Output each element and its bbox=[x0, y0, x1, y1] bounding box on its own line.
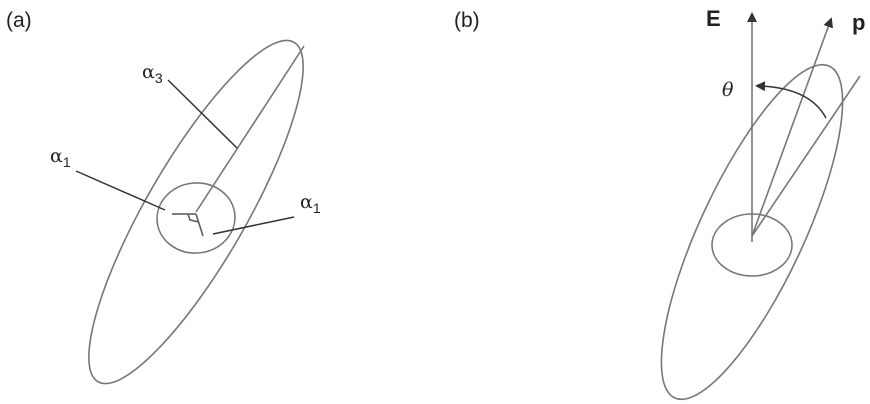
theta-label: θ bbox=[722, 79, 734, 101]
long-axis-a bbox=[195, 45, 305, 213]
leader-alpha3 bbox=[167, 79, 238, 149]
leader-alpha1-right bbox=[212, 216, 295, 235]
leader-alpha1-left bbox=[75, 170, 166, 211]
ellipsoid-outline-a bbox=[88, 39, 304, 385]
dipole-axis-b bbox=[751, 17, 833, 237]
right-angle-mark-a bbox=[187, 213, 200, 223]
long-axis-b bbox=[751, 75, 861, 237]
short-axis-down-a bbox=[195, 213, 204, 237]
panel-a: (a) α3 α1 α1 bbox=[6, 9, 321, 385]
panel-b-label: (b) bbox=[454, 9, 480, 32]
alpha1-right-label: α1 bbox=[300, 191, 321, 216]
alpha1-left-label: α1 bbox=[50, 145, 71, 170]
alpha3-label: α3 bbox=[142, 61, 163, 86]
field-label-e: E bbox=[706, 6, 721, 31]
cross-section-ellipse-a bbox=[156, 182, 236, 254]
dipole-label-p: p bbox=[852, 10, 865, 35]
panel-b: (b) E p θ bbox=[454, 6, 865, 401]
theta-arc bbox=[755, 81, 827, 119]
ellipsoid-outline-b bbox=[660, 63, 844, 401]
panel-a-label: (a) bbox=[6, 9, 32, 32]
